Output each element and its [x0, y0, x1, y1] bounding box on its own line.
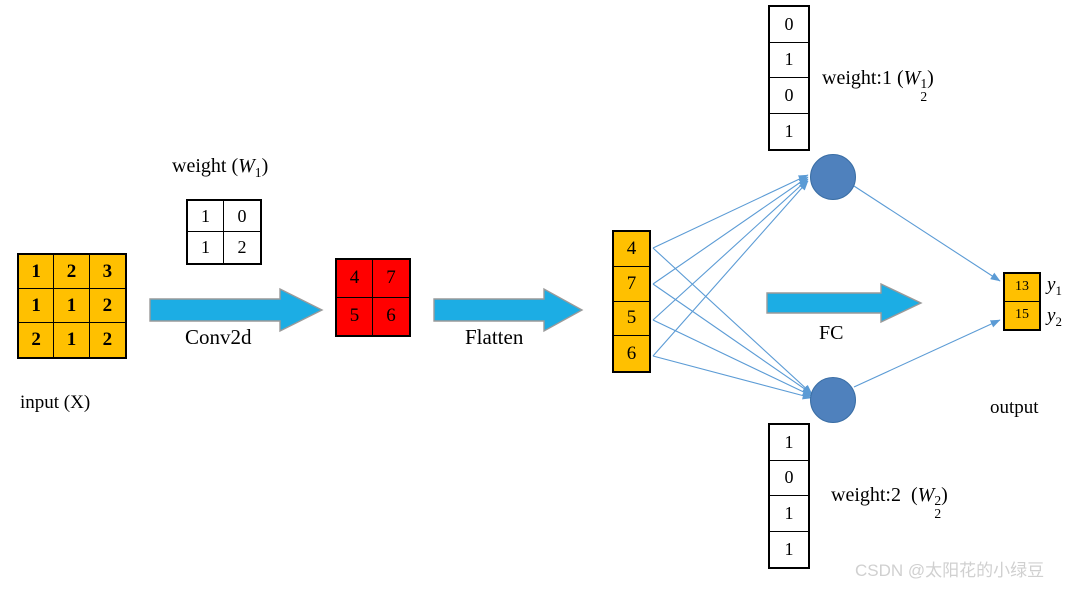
flatten-cell: 4	[614, 232, 649, 267]
weight1-cell: 1	[188, 232, 224, 263]
fc-arrow	[766, 282, 923, 324]
neuron-1	[810, 154, 856, 200]
weight2-bottom-subscript: 2	[934, 506, 942, 522]
conv-output-cell: 4	[337, 260, 373, 298]
weight1-cell: 0	[224, 201, 260, 232]
conv-output-cell: 6	[373, 297, 409, 335]
neuron-2	[810, 377, 856, 423]
flatten-cell: 7	[614, 266, 649, 302]
output-y1-subscript: 1	[1055, 282, 1062, 298]
input-cell: 2	[89, 289, 125, 323]
flatten-arrow	[433, 287, 584, 333]
weight2-bottom-cell: 0	[770, 460, 808, 496]
output-label-y1: y1	[1047, 274, 1062, 299]
input-caption: input (X)	[20, 392, 91, 413]
weight2-bottom-cell: 1	[770, 531, 808, 567]
weight2-bottom-caption-prefix: weight:2	[831, 484, 901, 506]
weight1-caption-prefix: weight	[172, 155, 227, 177]
output-vector: 13 15	[1003, 272, 1041, 331]
input-cell: 3	[89, 255, 125, 289]
conv-output-cell: 5	[337, 297, 373, 335]
weight2-top-cell: 1	[770, 42, 808, 78]
weight1-symbol: W	[238, 155, 255, 177]
input-cell: 2	[89, 323, 125, 357]
flatten-label: Flatten	[465, 325, 524, 349]
weight2-bottom-symbol: W	[917, 484, 935, 506]
weight2-bottom-cell: 1	[770, 425, 808, 461]
output-caption: output	[990, 397, 1039, 418]
weight2-top-symbol: W	[903, 67, 921, 89]
fc-label: FC	[819, 322, 844, 344]
weight2-top-cell: 0	[770, 7, 808, 43]
weight2-bottom-superscript: 2	[934, 492, 942, 508]
flatten-vector: 4 7 5 6	[612, 230, 651, 373]
weight1-subscript: 1	[254, 165, 262, 180]
output-cell: 13	[1005, 274, 1039, 302]
input-cell: 1	[19, 289, 55, 323]
conv-output-cell: 7	[373, 260, 409, 298]
output-y1-symbol: y	[1047, 274, 1056, 295]
conv-output-matrix: 4 7 5 6	[335, 258, 411, 337]
weight2-top-cell: 0	[770, 78, 808, 114]
weight2-bottom-cell: 1	[770, 496, 808, 532]
weight2-top-vector: 0 1 0 1	[768, 5, 810, 151]
weight1-cell: 2	[224, 232, 260, 263]
input-cell: 2	[19, 323, 55, 357]
weight2-top-cell: 1	[770, 113, 808, 149]
weight2-bottom-vector: 1 0 1 1	[768, 423, 810, 569]
weight2-top-caption-prefix: weight:1	[822, 67, 892, 89]
input-matrix: 1 2 3 1 1 2 2 1 2	[17, 253, 127, 359]
conv2d-arrow	[149, 287, 324, 333]
weight1-caption: weight (W1)	[172, 155, 269, 180]
weight2-top-superscript: 1	[920, 75, 928, 91]
input-cell: 1	[54, 323, 90, 357]
flatten-cell: 6	[614, 336, 649, 371]
weight1-cell: 1	[188, 201, 224, 232]
input-cell: 1	[19, 255, 55, 289]
weight1-matrix: 1 0 1 2	[186, 199, 262, 265]
output-y2-symbol: y	[1047, 305, 1056, 326]
watermark: CSDN @太阳花的小绿豆	[855, 561, 1045, 580]
input-cell: 1	[54, 289, 90, 323]
weight2-top-subscript: 2	[920, 89, 928, 105]
output-y2-subscript: 2	[1055, 313, 1062, 329]
output-cell: 15	[1005, 301, 1039, 329]
conv2d-label: Conv2d	[185, 325, 252, 349]
input-cell: 2	[54, 255, 90, 289]
output-label-y2: y2	[1047, 305, 1062, 330]
flatten-cell: 5	[614, 301, 649, 337]
